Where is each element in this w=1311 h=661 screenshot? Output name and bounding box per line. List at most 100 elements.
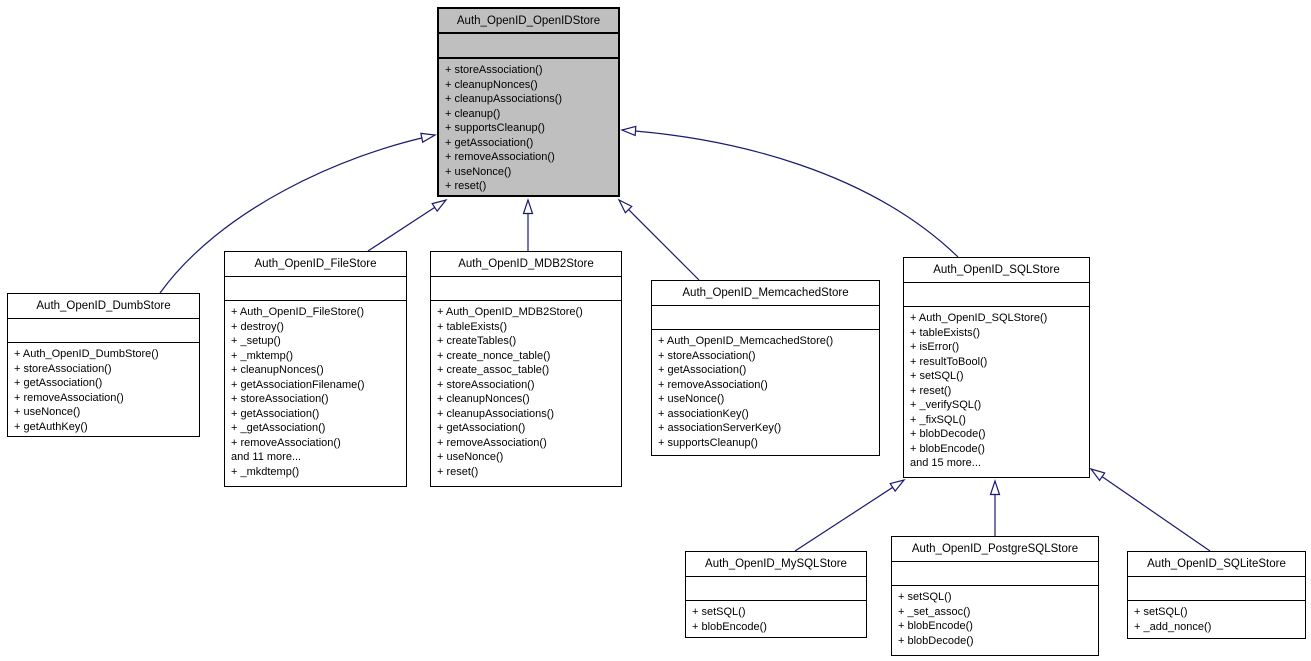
method-label: + _add_nonce() bbox=[1134, 620, 1212, 633]
class-methods: + setSQL() + blobEncode() bbox=[686, 601, 866, 637]
method-label: + cleanupNonces() bbox=[437, 393, 530, 405]
method-label: + Auth_OpenID_DumbStore() bbox=[14, 348, 159, 360]
method-label: + getAssociation() bbox=[445, 136, 534, 149]
method-label: + cleanupNonces() bbox=[445, 78, 538, 91]
method-label: + blobEncode() bbox=[692, 620, 767, 633]
method-label: + removeAssociation() bbox=[445, 151, 555, 163]
method-label: + storeAssociation() bbox=[231, 393, 329, 405]
method-label: + create_assoc_table() bbox=[437, 364, 550, 376]
method-label: + removeAssociation() bbox=[14, 391, 124, 404]
class-methods: + Auth_OpenID_DumbStore() + storeAssociat… bbox=[8, 343, 199, 437]
inheritance-edge-sqlitestore-sqlstore bbox=[1089, 467, 1211, 552]
class-node-sqlitestore[interactable]: Auth_OpenID_SQLiteStore + setSQL() + _add… bbox=[1127, 551, 1306, 639]
method-label: + getAssociation() bbox=[231, 407, 320, 420]
class-node-memcachedstore[interactable]: Auth_OpenID_MemcachedStore + Auth_OpenID… bbox=[651, 280, 880, 456]
class-node-postgresqlstore[interactable]: Auth_OpenID_PostgreSQLStore + setSQL() + … bbox=[891, 536, 1099, 656]
method-label: + tableExists() bbox=[437, 320, 507, 333]
method-label: + associationKey() bbox=[658, 407, 749, 420]
method-label: + cleanup() bbox=[445, 107, 501, 120]
method-label: + cleanupNonces() bbox=[231, 364, 324, 376]
class-methods: + Auth_OpenID_MDB2Store()+ tableExists()… bbox=[431, 301, 621, 482]
method-label: + destroy() bbox=[231, 320, 284, 333]
method-label: + supportsCleanup() bbox=[658, 436, 758, 449]
method-label: + removeAssociation() bbox=[437, 436, 547, 449]
inheritance-edge-dumbstore-openidstore bbox=[159, 132, 437, 294]
method-label: + create_nonce_table() bbox=[437, 349, 551, 362]
method-label: + supportsCleanup() bbox=[445, 122, 545, 134]
method-label: + _mktemp() bbox=[231, 349, 294, 362]
class-attributes-empty bbox=[431, 277, 621, 301]
method-label: + _set_assoc() bbox=[898, 605, 971, 618]
class-node-mysqlstore[interactable]: Auth_OpenID_MySQLStore + setSQL() + blobE… bbox=[685, 551, 867, 638]
method-label: + reset() bbox=[445, 180, 487, 192]
class-methods: + Auth_OpenID_MemcachedStore() + storeAss… bbox=[652, 330, 879, 453]
method-label: + Auth_OpenID_FileStore() bbox=[231, 306, 364, 318]
method-label: + cleanupAssociations() bbox=[437, 407, 555, 420]
method-label: + _verifySQL() bbox=[910, 399, 982, 411]
method-label: + setSQL() bbox=[1134, 606, 1188, 618]
inheritance-edge-sqlstore-openidstore bbox=[620, 125, 959, 258]
class-methods: + setSQL() + _add_nonce() bbox=[1128, 601, 1305, 637]
class-attributes-empty bbox=[1128, 577, 1305, 601]
class-methods: + storeAssociation() + cleanupNonces() + c… bbox=[439, 59, 618, 197]
method-label: + getAssociation() bbox=[437, 422, 526, 434]
method-label: + _fixSQL() bbox=[910, 413, 966, 426]
class-attributes-empty bbox=[686, 577, 866, 601]
class-node-filestore[interactable]: Auth_OpenID_FileStore + Auth_OpenID_File… bbox=[224, 251, 407, 487]
method-label: + resultToBool() bbox=[910, 355, 988, 368]
class-attributes-empty bbox=[439, 34, 618, 59]
class-attributes-empty bbox=[8, 319, 199, 343]
method-label: + isError() bbox=[910, 341, 960, 353]
method-label: + useNonce() bbox=[445, 165, 512, 178]
class-methods: + Auth_OpenID_FileStore() + destroy() + _s… bbox=[225, 301, 406, 482]
class-attributes-empty bbox=[904, 283, 1089, 307]
class-attributes-empty bbox=[225, 277, 406, 301]
method-label: + setSQL() bbox=[692, 606, 746, 618]
class-title[interactable]: Auth_OpenID_PostgreSQLStore bbox=[892, 537, 1098, 562]
method-label: + blobDecode() bbox=[910, 428, 986, 440]
method-label: + useNonce() bbox=[14, 406, 81, 418]
class-title[interactable]: Auth_OpenID_MySQLStore bbox=[686, 552, 866, 577]
inheritance-edge-memcachedstore-openidstore bbox=[617, 198, 700, 281]
class-title[interactable]: Auth_OpenID_SQLiteStore bbox=[1128, 552, 1305, 577]
class-title[interactable]: Auth_OpenID_OpenIDStore bbox=[439, 9, 618, 34]
class-title[interactable]: Auth_OpenID_MemcachedStore bbox=[652, 281, 879, 306]
method-label: + useNonce() bbox=[437, 451, 504, 463]
method-label: + getAssociationFilename() bbox=[231, 378, 365, 391]
method-label: + removeAssociation() bbox=[658, 378, 768, 391]
method-label: + getAuthKey() bbox=[14, 420, 88, 433]
class-title[interactable]: Auth_OpenID_SQLStore bbox=[904, 258, 1089, 283]
method-label: + _mkdtemp() bbox=[231, 465, 300, 478]
class-methods: + setSQL()+ _set_assoc()+ blobEncode()+ … bbox=[892, 586, 1098, 651]
method-label: + cleanupAssociations() bbox=[445, 93, 563, 105]
method-label: + Auth_OpenID_SQLStore() bbox=[910, 312, 1048, 324]
class-methods: + Auth_OpenID_SQLStore() + tableExists() +… bbox=[904, 307, 1089, 474]
class-node-mdb2store[interactable]: Auth_OpenID_MDB2Store + Auth_OpenID_MDB2… bbox=[430, 251, 622, 487]
method-label: and 11 more... bbox=[231, 451, 302, 463]
class-node-sqlstore[interactable]: Auth_OpenID_SQLStore + Auth_OpenID_SQLSt… bbox=[903, 257, 1090, 478]
inheritance-edge-mysqlstore-sqlstore bbox=[794, 478, 906, 552]
method-label: + _setup() bbox=[231, 335, 281, 347]
method-label: + storeAssociation() bbox=[14, 362, 112, 375]
method-label: + createTables() bbox=[437, 335, 517, 347]
class-node-openidstore[interactable]: Auth_OpenID_OpenIDStore + storeAssociati… bbox=[437, 7, 620, 197]
method-label: + Auth_OpenID_MemcachedStore() bbox=[658, 335, 834, 347]
class-title[interactable]: Auth_OpenID_FileStore bbox=[225, 252, 406, 277]
method-label: + getAssociation() bbox=[658, 364, 747, 376]
method-label: + _getAssociation() bbox=[231, 422, 326, 434]
method-label: + storeAssociation() bbox=[658, 349, 756, 362]
method-label: + blobEncode() bbox=[898, 620, 973, 632]
class-title[interactable]: Auth_OpenID_DumbStore bbox=[8, 294, 199, 319]
method-label: and 15 more... bbox=[910, 457, 981, 469]
method-label: + storeAssociation() bbox=[437, 378, 535, 391]
class-title[interactable]: Auth_OpenID_MDB2Store bbox=[431, 252, 621, 277]
method-label: + reset() bbox=[910, 384, 952, 397]
method-label: + getAssociation() bbox=[14, 377, 103, 389]
method-label: + storeAssociation() bbox=[445, 64, 543, 76]
class-attributes-empty bbox=[892, 562, 1098, 586]
method-label: + setSQL() bbox=[898, 591, 952, 603]
class-node-dumbstore[interactable]: Auth_OpenID_DumbStore + Auth_OpenID_Dumb… bbox=[7, 293, 200, 437]
method-label: + tableExists() bbox=[910, 326, 980, 339]
